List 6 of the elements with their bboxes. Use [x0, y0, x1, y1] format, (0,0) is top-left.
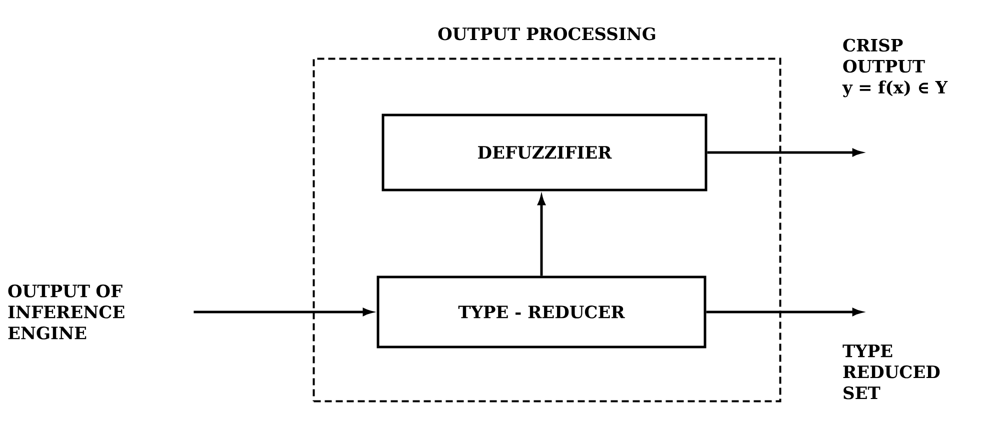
text-label: TYPE REDUCED SET — [842, 344, 940, 400]
process-box: DEFUZZIFIER — [382, 114, 708, 192]
node-label: OUTPUT PROCESSING — [438, 27, 656, 40]
text-label: CRISP OUTPUT y = f(x) ∈ Y — [842, 38, 948, 98]
process-box: TYPE - REDUCER — [376, 276, 706, 348]
text-label: OUTPUT OF INFERENCE ENGINE — [8, 284, 124, 340]
